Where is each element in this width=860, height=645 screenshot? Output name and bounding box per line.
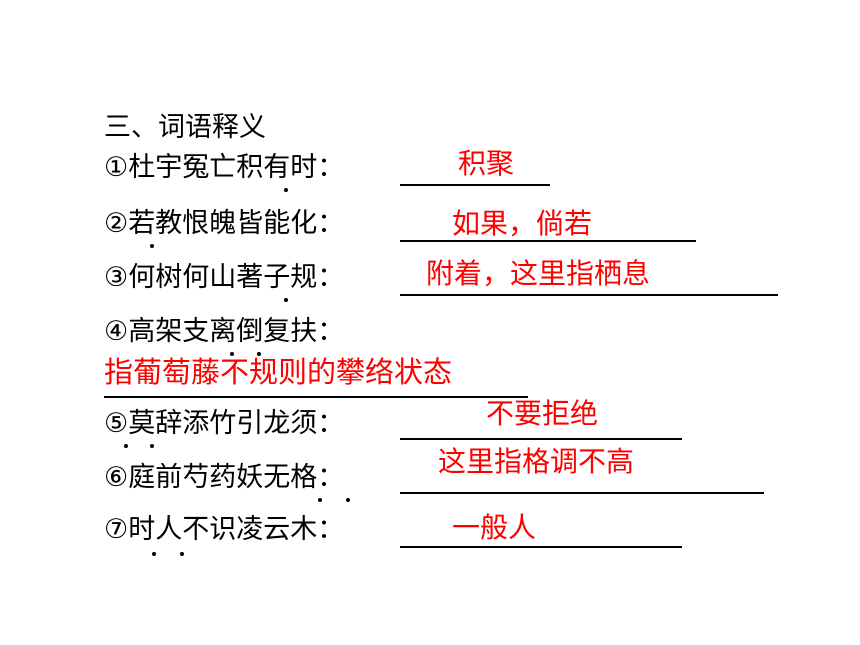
emphasis-dot <box>124 444 128 448</box>
emphasis-dot <box>180 552 184 556</box>
answer-line-7 <box>400 546 682 548</box>
answer-3: 附着，这里指栖息 <box>426 257 651 290</box>
answer-line-3 <box>400 294 778 296</box>
emphasis-dot <box>257 352 261 356</box>
emphasis-dot <box>152 552 156 556</box>
emphasis-dot <box>150 244 154 248</box>
question-5: ⑤莫辞添竹引龙须： <box>104 408 345 439</box>
answer-4: 指葡萄藤不规则的攀络状态 <box>104 355 453 389</box>
question-3: ③何树何山著子规： <box>104 262 345 293</box>
question-4: ④高架支离倒复扶： <box>104 316 345 347</box>
answer-2: 如果，倘若 <box>452 207 593 240</box>
emphasis-dot <box>230 352 234 356</box>
question-2: ②若教恨魄皆能化： <box>104 208 345 239</box>
answer-line-2 <box>400 240 696 242</box>
emphasis-dot <box>346 498 350 502</box>
emphasis-dot <box>284 188 288 192</box>
emphasis-dot <box>318 498 322 502</box>
answer-5: 不要拒绝 <box>486 397 599 430</box>
question-7: ⑦时人不识凌云木： <box>104 514 345 545</box>
answer-6: 这里指格调不高 <box>438 445 635 478</box>
emphasis-dot <box>150 444 154 448</box>
answer-line-4 <box>104 396 528 398</box>
answer-line-1 <box>400 184 550 186</box>
answer-7: 一般人 <box>452 511 537 544</box>
emphasis-dot <box>284 298 288 302</box>
answer-line-5 <box>400 438 682 440</box>
heading: 三、词语释义 <box>104 112 266 143</box>
answer-1: 积聚 <box>458 147 515 180</box>
question-6: ⑥庭前芍药妖无格： <box>104 462 345 493</box>
answer-line-6 <box>400 492 764 494</box>
question-1: ①杜宇冤亡积有时： <box>104 152 345 183</box>
